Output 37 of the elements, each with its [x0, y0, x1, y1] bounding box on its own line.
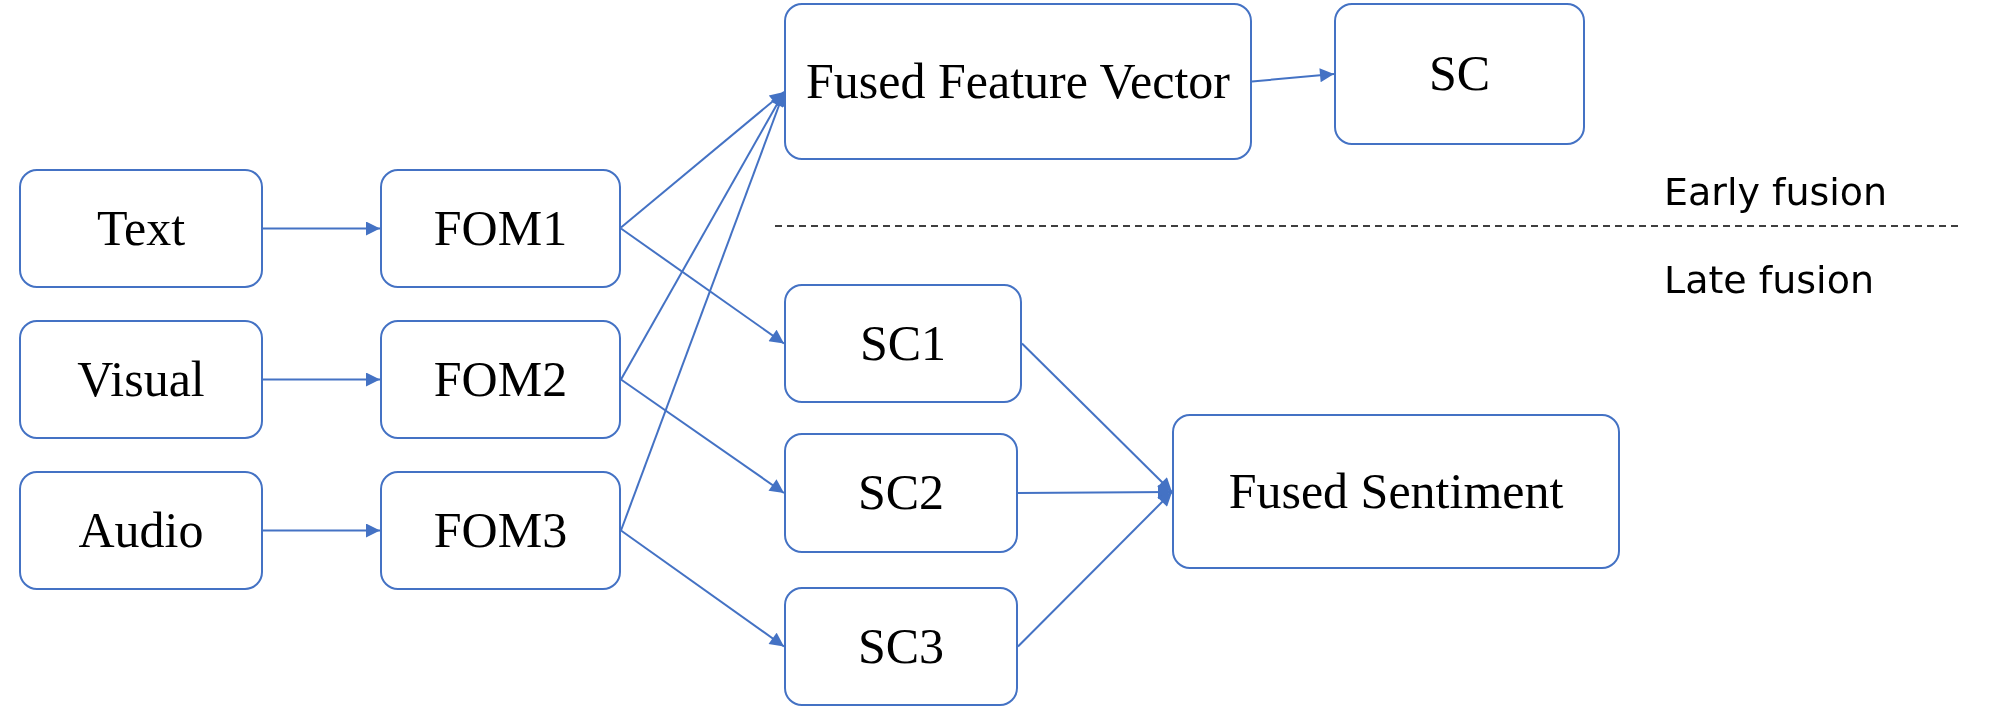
process-box	[784, 587, 1018, 706]
process-box	[19, 320, 263, 439]
node-label: Audio	[78, 501, 204, 560]
process-box	[784, 433, 1018, 553]
arrow	[1017, 485, 1173, 500]
process-box	[19, 169, 263, 288]
arrow	[262, 372, 381, 387]
node-label: SC3	[857, 617, 945, 676]
arrow	[1017, 491, 1173, 648]
process-box	[380, 471, 621, 590]
arrow	[620, 227, 785, 345]
node-label: FOM1	[433, 199, 568, 258]
node-label: Visual	[77, 350, 205, 409]
node-label: Text	[96, 199, 186, 258]
process-box	[1172, 414, 1620, 569]
arrow	[1021, 342, 1173, 493]
process-box	[380, 169, 621, 288]
node-label: SC1	[859, 314, 947, 373]
section-label: Early fusion	[1664, 170, 1888, 214]
node-label: Fused Feature Vector	[806, 52, 1230, 111]
process-box	[1334, 3, 1585, 145]
arrow	[1251, 68, 1335, 83]
node-label: FOM2	[433, 350, 568, 409]
process-box	[784, 284, 1022, 403]
section-label: Late fusion	[1664, 258, 1874, 302]
arrow	[262, 221, 381, 236]
arrow	[262, 523, 381, 538]
process-box	[784, 3, 1252, 160]
arrow	[620, 91, 785, 229]
node-label: FOM3	[433, 501, 568, 560]
node-label: SC	[1428, 45, 1491, 103]
arrow	[620, 529, 785, 648]
node-label: SC2	[857, 464, 945, 522]
process-box	[19, 471, 263, 590]
arrow	[620, 378, 785, 494]
node-label: Fused Sentiment	[1228, 462, 1564, 521]
process-box	[380, 320, 621, 439]
